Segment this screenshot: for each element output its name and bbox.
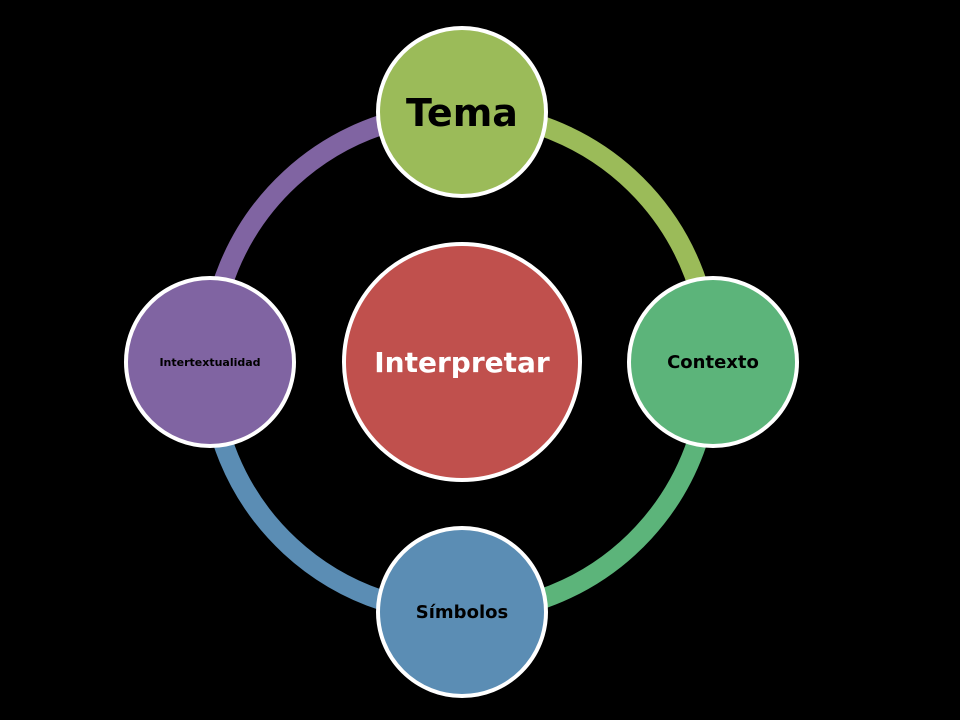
node-tema-circle	[376, 26, 548, 198]
center-circle	[342, 242, 582, 482]
center-label: Interpretar	[374, 346, 550, 379]
node-contexto-label: Contexto	[667, 352, 759, 373]
node-intertextualidad-label: Intertextualidad	[159, 356, 260, 369]
node-simbolos: Símbolos	[376, 526, 548, 698]
node-tema-label: Tema	[406, 91, 518, 135]
node-intertextualidad-circle	[124, 276, 296, 448]
center-node: Interpretar	[342, 242, 582, 482]
node-intertextualidad: Intertextualidad	[124, 276, 296, 448]
node-simbolos-circle	[376, 526, 548, 698]
node-contexto: Contexto	[627, 276, 799, 448]
node-contexto-circle	[627, 276, 799, 448]
node-simbolos-label: Símbolos	[416, 602, 508, 623]
node-tema: Tema	[376, 26, 548, 198]
